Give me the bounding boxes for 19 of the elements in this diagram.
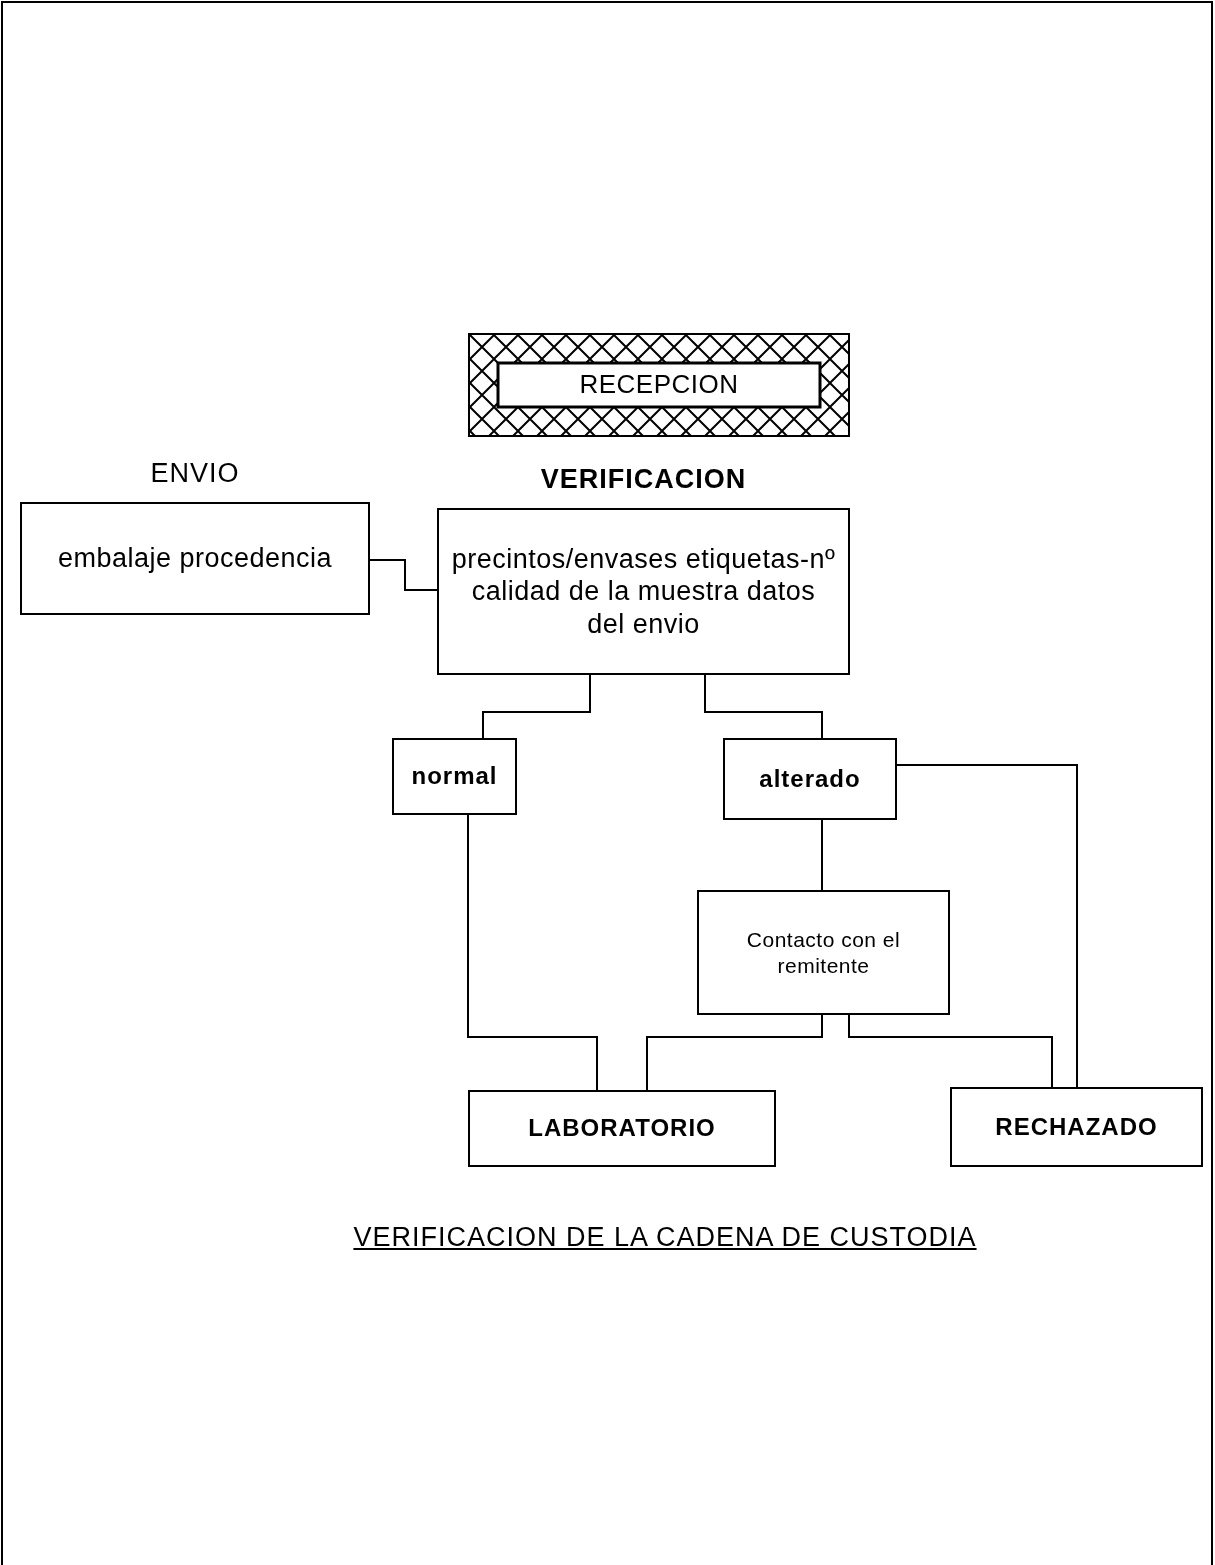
box-label: RECEPCION bbox=[578, 369, 740, 401]
connector bbox=[646, 1014, 823, 1091]
connector bbox=[369, 559, 438, 591]
connector bbox=[467, 814, 598, 1091]
box-label: alterado bbox=[758, 764, 862, 794]
caption: VERIFICACION DE LA CADENA DE CUSTODIA bbox=[352, 1222, 978, 1253]
connector bbox=[704, 674, 823, 739]
box-label: LABORATORIO bbox=[527, 1114, 717, 1143]
box-label: embalaje procedencia bbox=[56, 542, 334, 575]
box-label: precintos/envases etiquetas-nº calidad de la muestra datos del envio bbox=[450, 542, 837, 641]
connector bbox=[848, 1014, 1053, 1088]
box-label: Contacto con el remitente bbox=[745, 927, 902, 978]
connector bbox=[821, 819, 823, 891]
box-label: RECHAZADO bbox=[994, 1112, 1159, 1142]
box-label: normal bbox=[410, 762, 499, 791]
connector bbox=[896, 764, 1078, 1088]
box-heading: ENVIO bbox=[149, 458, 241, 489]
connector bbox=[482, 674, 591, 739]
box-heading: VERIFICACION bbox=[539, 464, 748, 495]
